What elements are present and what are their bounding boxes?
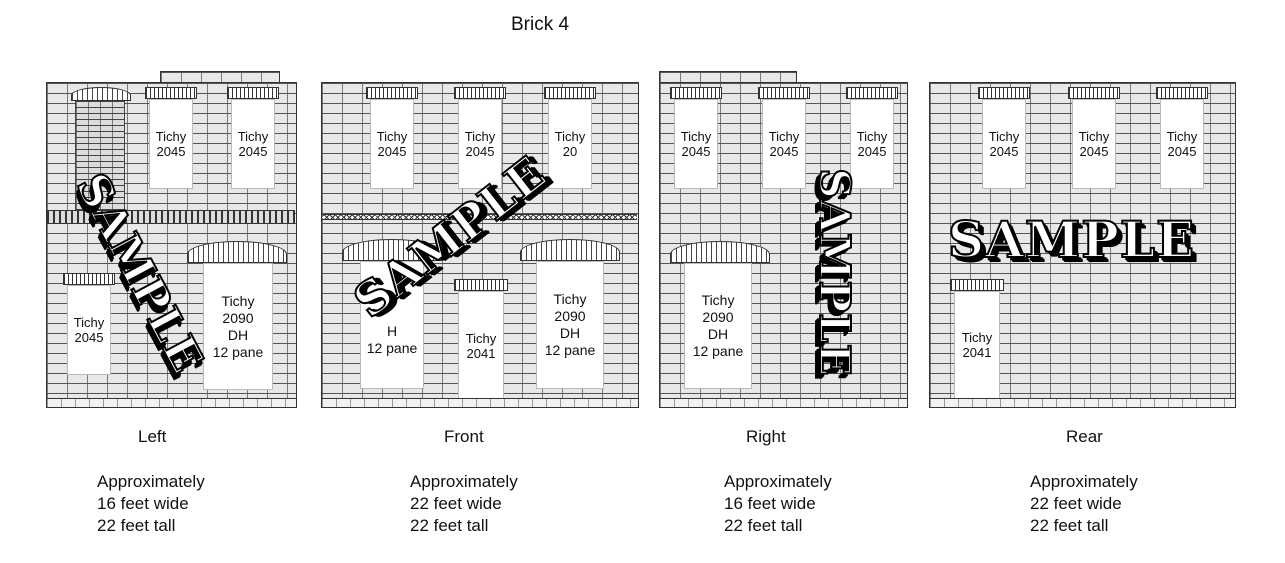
dims-left-line1: Approximately xyxy=(97,472,205,491)
dims-right-line2: 16 feet wide xyxy=(724,494,816,513)
dims-rear-line3: 22 feet tall xyxy=(1030,516,1109,535)
left-brick-column xyxy=(75,95,125,213)
right-parapet xyxy=(659,71,797,83)
front-lintel-door xyxy=(454,279,508,291)
rear-foundation xyxy=(930,398,1235,407)
dims-left-line2: 16 feet wide xyxy=(97,494,189,513)
dims-rear: Approximately 22 feet wide 22 feet tall xyxy=(1030,471,1138,537)
front-arch-left xyxy=(342,239,442,261)
dims-right: Approximately 16 feet wide 22 feet tall xyxy=(724,471,832,537)
caption-left: Left xyxy=(138,427,167,446)
right-lintel-2 xyxy=(758,87,810,99)
diagram-title: Brick 4 xyxy=(511,14,570,35)
front-arch-right xyxy=(520,239,620,261)
left-lintel-3 xyxy=(63,273,115,285)
left-belt-course xyxy=(47,210,295,224)
dims-rear-line2: 22 feet wide xyxy=(1030,494,1122,513)
rear-lintel-2 xyxy=(1068,87,1120,99)
dims-rear-line1: Approximately xyxy=(1030,472,1138,491)
dims-front-line1: Approximately xyxy=(410,472,518,491)
left-arch-lower xyxy=(187,241,287,263)
left-parapet xyxy=(160,71,280,83)
left-lintel-2 xyxy=(227,87,279,99)
front-lintel-1 xyxy=(366,87,418,99)
dims-right-line3: 22 feet tall xyxy=(724,516,803,535)
right-foundation xyxy=(660,398,907,407)
caption-front: Front xyxy=(444,427,484,446)
dims-front-line3: 22 feet tall xyxy=(410,516,489,535)
dims-left-line3: 22 feet tall xyxy=(97,516,176,535)
caption-rear: Rear xyxy=(1066,427,1103,446)
rear-lintel-door xyxy=(950,279,1004,291)
right-arch xyxy=(670,241,770,263)
front-belt-course xyxy=(322,214,637,220)
rear-lintel-1 xyxy=(978,87,1030,99)
dims-right-line1: Approximately xyxy=(724,472,832,491)
front-lintel-3 xyxy=(544,87,596,99)
dims-left: Approximately 16 feet wide 22 feet tall xyxy=(97,471,205,537)
front-foundation xyxy=(322,398,638,407)
left-foundation xyxy=(47,398,296,407)
caption-right: Right xyxy=(746,427,786,446)
watermark-right: SAMPLE xyxy=(809,167,860,378)
right-lintel-1 xyxy=(670,87,722,99)
watermark-rear: SAMPLE xyxy=(947,209,1196,270)
left-lintel-1 xyxy=(145,87,197,99)
left-arch-upper xyxy=(71,87,131,101)
dims-front: Approximately 22 feet wide 22 feet tall xyxy=(410,471,518,537)
front-lintel-2 xyxy=(454,87,506,99)
right-lintel-3 xyxy=(846,87,898,99)
dims-front-line2: 22 feet wide xyxy=(410,494,502,513)
rear-lintel-3 xyxy=(1156,87,1208,99)
